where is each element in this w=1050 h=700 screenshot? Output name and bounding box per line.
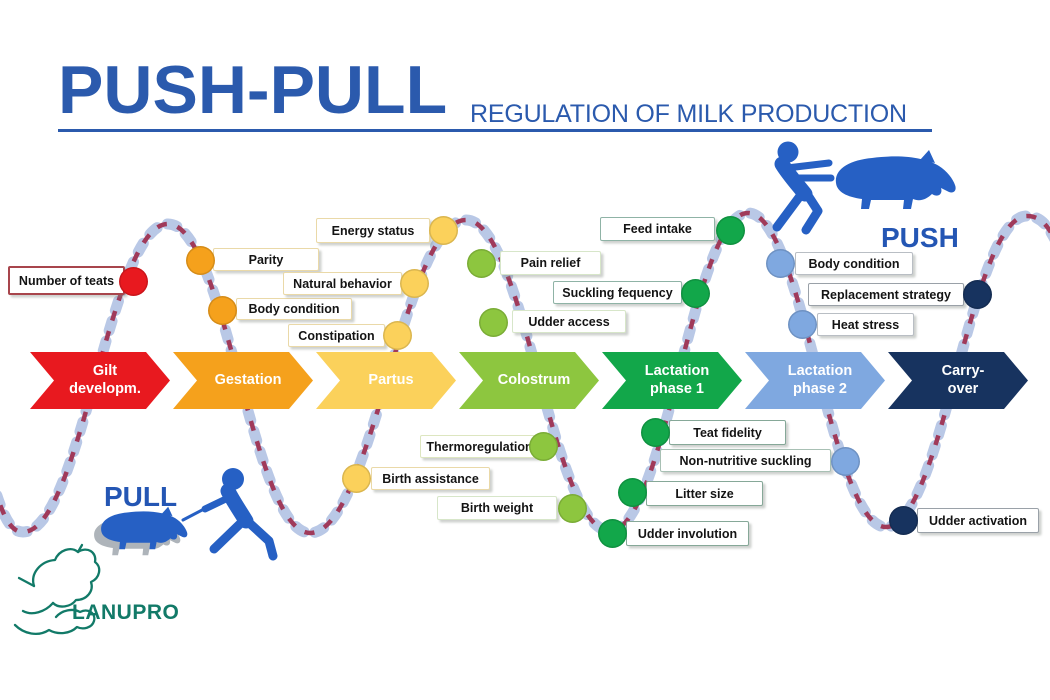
parity-dot [185, 245, 215, 275]
body-condition-lactation-label: Body condition [795, 252, 913, 275]
udder-involution-label: Udder involution [626, 521, 749, 546]
thermoregulation-dot [528, 431, 558, 461]
birth-assistance-dot [341, 463, 371, 493]
udder-access-dot [478, 307, 508, 337]
udder-involution-dot [597, 518, 627, 548]
thermoregulation-label: Thermoregulation [420, 435, 539, 458]
energy-status-dot [428, 215, 458, 245]
suckling-fequency-dot [680, 278, 710, 308]
udder-activation-label: Udder activation [917, 508, 1039, 533]
page-title: PUSH-PULL [58, 52, 448, 128]
replacement-strategy-dot [962, 279, 992, 309]
birth-assistance-label: Birth assistance [371, 467, 490, 490]
heat-stress-label: Heat stress [817, 313, 914, 336]
pain-relief-dot [466, 248, 496, 278]
litter-size-dot [617, 477, 647, 507]
heat-stress-dot [787, 309, 817, 339]
parity-label: Parity [213, 248, 319, 271]
natural-behavior-dot [399, 268, 429, 298]
pain-relief-label: Pain relief [500, 251, 601, 275]
non-nutritive-suckling-label: Non-nutritive suckling [660, 449, 831, 472]
page-subtitle: REGULATION OF MILK PRODUCTION [470, 100, 907, 128]
number-of-teats-dot [118, 266, 148, 296]
number-of-teats-label: Number of teats [8, 266, 125, 295]
natural-behavior-label: Natural behavior [283, 272, 402, 295]
body-condition-lactation-dot [765, 248, 795, 278]
teat-fidelity-label: Teat fidelity [669, 420, 786, 445]
replacement-strategy-label: Replacement strategy [808, 283, 964, 306]
birth-weight-dot [557, 493, 587, 523]
non-nutritive-suckling-dot [830, 446, 860, 476]
suckling-fequency-label: Suckling fequency [553, 281, 682, 304]
constipation-label: Constipation [288, 324, 385, 347]
birth-weight-label: Birth weight [437, 496, 557, 520]
body-condition-gestation-dot [207, 295, 237, 325]
udder-activation-dot [888, 505, 918, 535]
feed-intake-dot [715, 215, 745, 245]
energy-status-label: Energy status [316, 218, 430, 243]
litter-size-label: Litter size [646, 481, 763, 506]
teat-fidelity-dot [640, 417, 670, 447]
feed-intake-label: Feed intake [600, 217, 715, 241]
title-underline [58, 129, 932, 132]
udder-access-label: Udder access [512, 310, 626, 333]
body-condition-gestation-label: Body condition [236, 298, 352, 320]
constipation-dot [382, 320, 412, 350]
